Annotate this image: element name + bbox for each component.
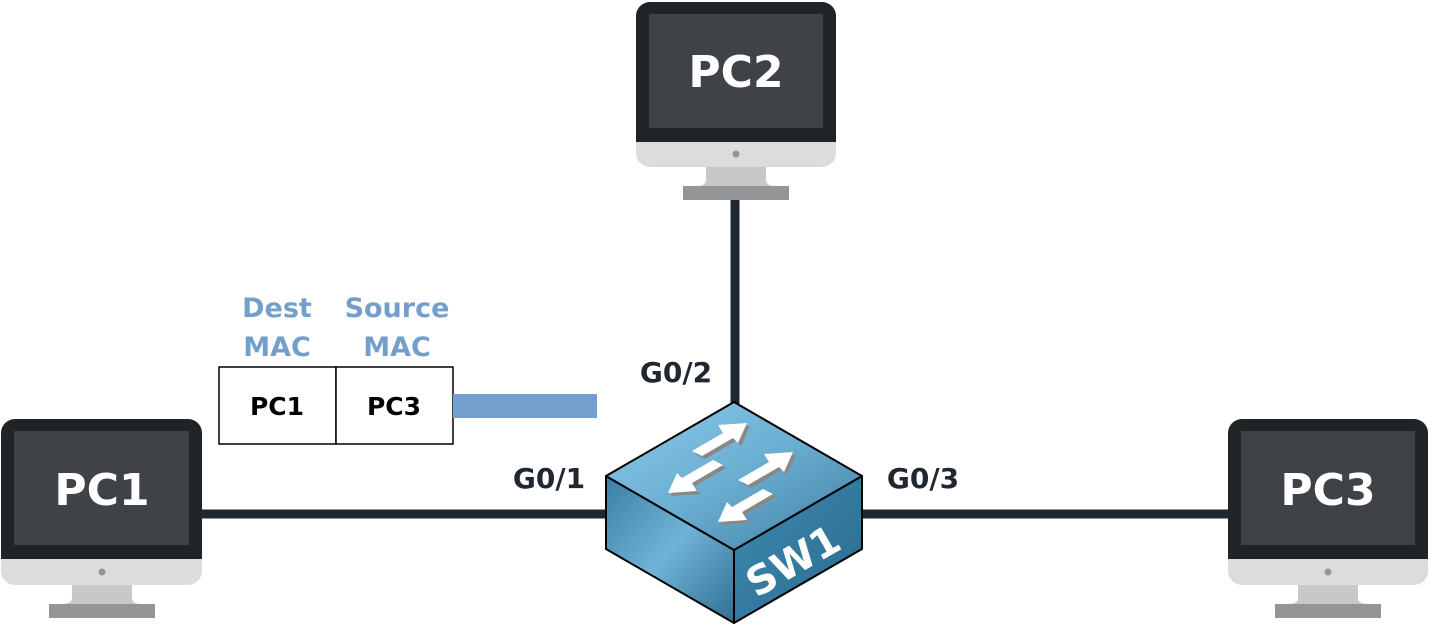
pc3-label: PC3 [1280,465,1375,516]
dest-mac-header-line2: MAC [243,332,311,363]
source-mac-header-line1: Source [345,293,450,324]
pc2-monitor-icon[interactable]: PC2 [636,2,836,200]
pc2-label: PC2 [688,47,783,98]
port-label-g01: G0/1 [513,462,585,495]
source-mac-field [335,366,454,445]
source-mac-value: PC3 [367,392,421,421]
dest-mac-field [218,366,337,445]
sw1-switch-icon[interactable]: SW1 [605,401,863,624]
dest-mac-header-line1: Dest [242,293,312,324]
pc1-monitor-icon[interactable]: PC1 [1,419,202,618]
pc3-monitor-icon[interactable]: PC3 [1228,419,1428,618]
pc1-label: PC1 [54,465,149,516]
switch-arrows-icon [668,423,796,525]
port-label-g03: G0/3 [887,462,959,495]
ethernet-frame: PC1 PC3 [218,366,597,445]
source-mac-header-line2: MAC [363,332,431,363]
dest-mac-value: PC1 [250,392,304,421]
frame-direction-bar [453,394,597,418]
port-label-g02: G0/2 [640,356,712,389]
